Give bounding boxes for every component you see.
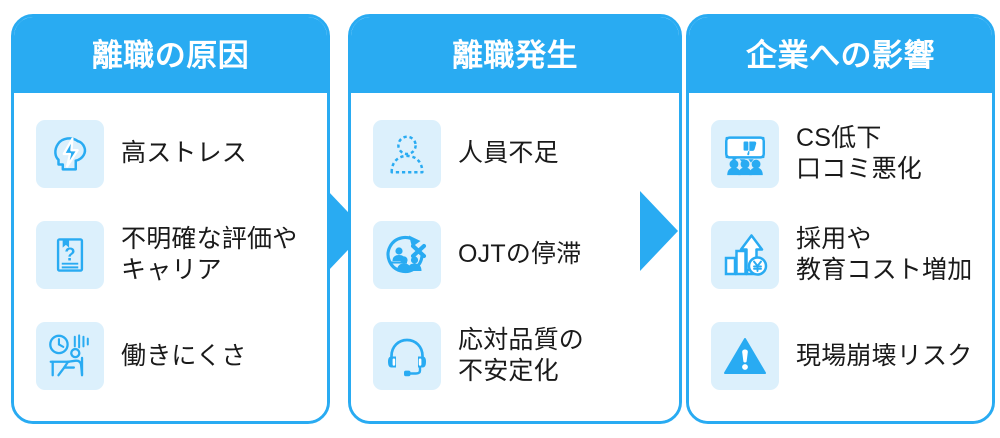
- list-item[interactable]: 採用や 教育コスト増加: [689, 220, 992, 289]
- panel-impact: 企業への影響: [686, 14, 995, 424]
- thumbs-down-review-icon: [711, 119, 779, 188]
- warning-triangle-icon: [711, 322, 779, 391]
- dashed-person-icon: [373, 119, 441, 188]
- headset-icon: [373, 322, 441, 391]
- list-item[interactable]: 応対品質の 不安定化: [351, 322, 679, 391]
- head-lightning-icon: [36, 119, 104, 188]
- list-item[interactable]: CS低下 口コミ悪化: [689, 119, 992, 188]
- panel-header-causes: 離職の原因: [14, 17, 327, 93]
- panel-title-occurrence: 離職発生: [452, 37, 578, 73]
- list-item-label: 働きにくさ: [121, 341, 247, 370]
- panel-header-occurrence: 離職発生: [351, 17, 679, 93]
- document-question-icon: ?: [36, 220, 104, 289]
- panel-causes: 離職の原因 高ストレス ?: [11, 14, 330, 424]
- list-item-label: CS低下 口コミ悪化: [796, 123, 923, 183]
- list-item-label: 人員不足: [458, 139, 559, 168]
- panel-title-impact: 企業への影響: [746, 37, 935, 73]
- list-item[interactable]: 人員不足: [351, 119, 679, 188]
- list-item-label: 応対品質の 不安定化: [458, 326, 585, 386]
- panel-title-causes: 離職の原因: [91, 37, 250, 73]
- panel-body-impact: CS低下 口コミ悪化: [689, 93, 992, 421]
- panel-body-occurrence: 人員不足: [351, 93, 679, 421]
- list-item[interactable]: 働きにくさ: [14, 322, 327, 391]
- list-item[interactable]: ? 不明確な評価や キャリア: [14, 220, 327, 289]
- panel-body-causes: 高ストレス ? 不明確な評価や キャリア: [14, 93, 327, 421]
- clock-desk-worker-icon: [36, 322, 104, 391]
- svg-text:?: ?: [64, 243, 75, 264]
- panel-occurrence: 離職発生 人員不足: [348, 14, 682, 424]
- arrow-occurrence-to-impact: [640, 191, 678, 271]
- list-item-label: 現場崩壊リスク: [796, 341, 973, 370]
- list-item-label: OJTの停滞: [458, 240, 582, 269]
- rising-cost-yen-icon: [711, 220, 779, 289]
- list-item-label: 採用や 教育コスト増加: [796, 224, 973, 284]
- training-cycle-blocked-icon: [373, 220, 441, 289]
- list-item-label: 不明確な評価や キャリア: [121, 224, 298, 284]
- list-item[interactable]: OJTの停滞: [351, 220, 679, 289]
- list-item[interactable]: 現場崩壊リスク: [689, 322, 992, 391]
- list-item[interactable]: 高ストレス: [14, 119, 327, 188]
- list-item-label: 高ストレス: [121, 139, 248, 168]
- panel-header-impact: 企業への影響: [689, 17, 992, 93]
